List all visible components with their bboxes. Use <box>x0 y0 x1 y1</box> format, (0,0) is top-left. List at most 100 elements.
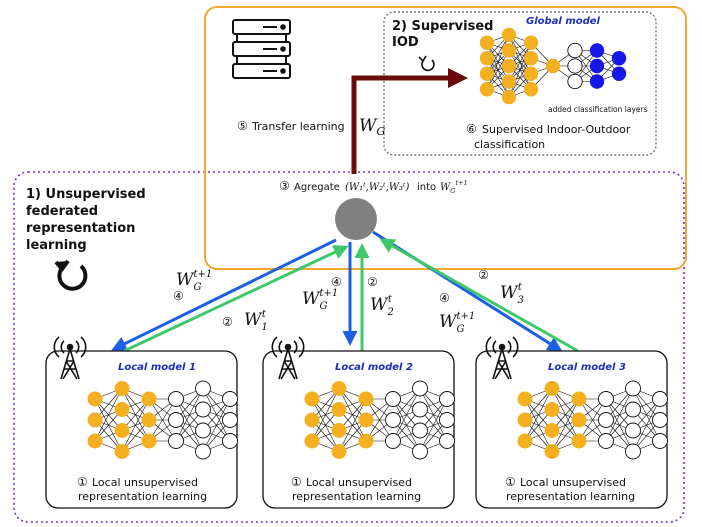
local-model-title-3: Local model 3 <box>548 362 626 373</box>
refresh-cycle-icon-large <box>54 259 88 291</box>
up-num-3: ② <box>478 268 489 282</box>
network-node <box>358 391 374 407</box>
network-node <box>195 443 211 460</box>
local-model-box-2 <box>262 350 455 509</box>
network-node <box>625 380 641 397</box>
network-node <box>479 82 495 97</box>
network-node <box>141 433 157 449</box>
antenna-tower-icon <box>53 336 87 380</box>
network-node <box>114 444 130 459</box>
network-edge <box>632 398 661 452</box>
network-node <box>331 381 347 396</box>
network-node <box>517 412 533 428</box>
antenna-tower-icon <box>271 336 305 380</box>
local-caption-line2-2: representation learning <box>292 490 421 503</box>
local-model-net-3 <box>517 380 668 460</box>
network-edge <box>94 388 123 442</box>
up-weight-1: W1t <box>244 309 268 333</box>
network-edge <box>508 42 532 98</box>
global-caption-num: ⑥ <box>466 122 477 136</box>
network-node <box>222 391 238 407</box>
network-node <box>544 381 560 396</box>
network-node <box>567 42 583 59</box>
network-node <box>412 401 428 418</box>
network-edge <box>551 398 580 452</box>
network-node <box>625 443 641 460</box>
network-node <box>567 58 583 74</box>
network-node <box>385 391 401 407</box>
server-icon <box>232 19 291 79</box>
network-node <box>625 401 641 418</box>
down-weight-1: WGt+1 <box>176 269 212 293</box>
network-node <box>114 423 130 438</box>
network-node <box>87 412 103 428</box>
up-weight-2: W2t <box>370 294 394 318</box>
network-node <box>571 433 587 449</box>
network-edge <box>524 388 553 442</box>
down-num-1: ④ <box>173 289 184 303</box>
local-caption-line2-1: representation learning <box>78 490 207 503</box>
local-caption-line1-2: Local unsupervised <box>306 476 412 489</box>
network-node <box>544 444 560 459</box>
transfer-arrow <box>351 68 468 174</box>
network-edge <box>605 388 634 442</box>
network-node <box>501 74 517 89</box>
network-node <box>517 433 533 449</box>
network-node <box>222 412 238 428</box>
local-model-title-2: Local model 2 <box>335 362 413 373</box>
local-caption-num-3: ① <box>505 475 516 489</box>
down-num-3: ④ <box>439 291 450 305</box>
antenna-group <box>53 336 519 380</box>
network-node <box>141 391 157 407</box>
network-node <box>439 391 455 407</box>
up-num-2: ② <box>367 275 378 289</box>
network-edge <box>578 398 607 442</box>
network-node <box>589 43 605 58</box>
global-model-net <box>479 27 627 105</box>
local-model-net-2 <box>304 380 455 460</box>
network-node <box>479 51 495 66</box>
network-edge <box>486 34 510 90</box>
network-node <box>412 380 428 397</box>
transfer-num: ⑤ <box>237 119 248 133</box>
added-layers-label: added classification layers <box>548 105 648 114</box>
up-num-1: ② <box>222 315 233 329</box>
network-node <box>331 423 347 438</box>
network-node <box>412 443 428 460</box>
network-node <box>652 433 668 449</box>
network-node <box>195 422 211 439</box>
network-node <box>598 433 614 449</box>
network-node <box>385 412 401 428</box>
network-node <box>625 422 641 439</box>
network-edge <box>508 42 532 82</box>
network-node <box>222 433 238 449</box>
network-node <box>598 412 614 428</box>
network-node <box>523 82 539 97</box>
network-node <box>517 391 533 407</box>
network-node <box>545 58 561 74</box>
network-node <box>652 391 668 407</box>
network-edge <box>365 398 394 442</box>
network-edge <box>121 398 150 452</box>
down-num-2: ④ <box>331 275 342 289</box>
network-node <box>358 433 374 449</box>
local-model-box-1 <box>45 350 238 509</box>
transfer-text: Transfer learning <box>251 120 345 133</box>
network-node <box>589 74 605 89</box>
local-model-box-3 <box>475 350 668 509</box>
network-edge <box>486 50 510 90</box>
network-node <box>544 402 560 417</box>
network-node <box>501 58 517 74</box>
aggregate-target: WGt+1 <box>440 179 468 195</box>
unsupervised-title-line3: representation <box>26 221 135 236</box>
arrow-down-client1 <box>111 238 337 351</box>
network-edge <box>486 34 510 74</box>
local-model-title-1: Local model 1 <box>118 362 196 373</box>
network-node <box>87 391 103 407</box>
network-node <box>304 391 320 407</box>
network-node <box>567 73 583 90</box>
network-node <box>501 89 517 105</box>
aggregate-into: into <box>417 182 436 193</box>
network-node <box>479 66 495 81</box>
